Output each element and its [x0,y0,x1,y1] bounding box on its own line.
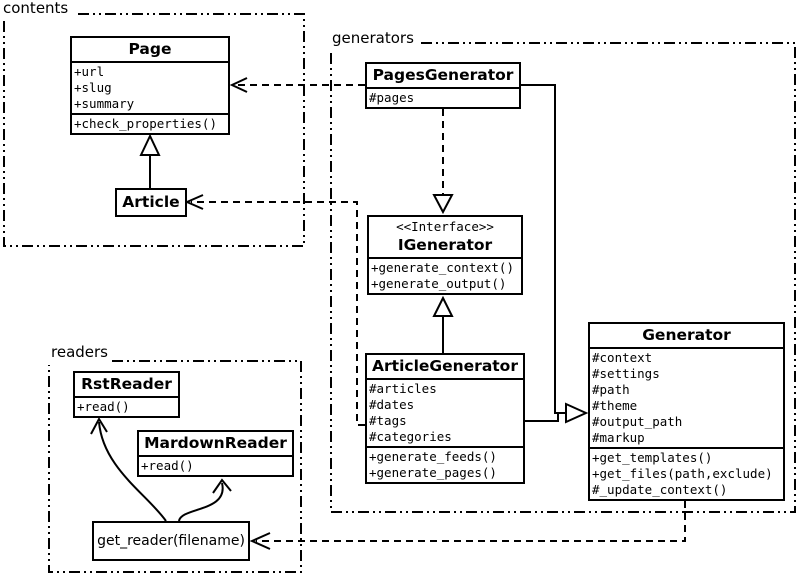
attribute: #settings [592,366,660,381]
attribute: #categories [369,429,452,444]
method: +check_properties() [74,116,217,131]
method: +generate_context() [371,260,514,275]
class-generator-title: Generator [642,326,731,344]
open-arrowhead-article [184,194,204,210]
node-get-reader-label: get_reader(filename) [97,533,245,549]
triangle-arrowhead-igenerator-bottom [432,295,454,317]
package-border-generators [330,42,796,513]
triangle-arrowhead-page [139,133,161,156]
class-rst-reader-title: RstReader [81,375,172,393]
class-markdown-reader-title: MardownReader [144,434,287,452]
class-page: Page +url +slug +summary +check_properti… [70,36,230,135]
edge-pagesgenerator-to-generator [521,84,566,414]
edge-getreader-to-rstreader [98,421,167,522]
class-article-title: Article [122,193,180,211]
class-article-generator-methods: +generate_feeds() +generate_pages() [367,446,523,482]
open-arrowhead-markdownreader [212,478,232,494]
attribute: #dates [369,397,415,412]
class-article-generator: ArticleGenerator #articles #dates #tags … [365,353,525,484]
attribute: +summary [74,96,135,111]
package-label-contents: contents [1,0,71,17]
open-arrowhead-page [229,77,248,93]
attribute: #tags [369,413,407,428]
class-igenerator: <<Interface>> IGenerator +generate_conte… [367,215,523,295]
method: #_update_context() [592,482,728,497]
class-article-generator-title: ArticleGenerator [372,357,518,375]
method: +generate_feeds() [369,449,497,464]
attribute: #pages [369,90,415,105]
class-markdown-reader-methods: +read() [139,455,292,475]
package-label-readers: readers [49,343,110,361]
class-generator-attributes: #context #settings #path #theme #output_… [590,347,783,447]
method: +read() [77,399,130,414]
class-rst-reader-methods: +read() [75,396,178,416]
open-arrowhead-getreader [249,532,271,550]
attribute: #path [592,382,630,397]
attribute: #output_path [592,414,683,429]
method: +get_templates() [592,450,713,465]
attribute: +slug [74,80,112,95]
attribute: #articles [369,381,437,396]
class-pages-generator-title: PagesGenerator [372,66,514,84]
package-border-contents [3,13,305,247]
edge-articlegenerator-to-generator [525,413,559,422]
class-rst-reader: RstReader +read() [73,371,180,418]
triangle-arrowhead-generator [565,402,589,424]
edge-getreader-to-markdownreader [178,482,224,522]
class-generator: Generator #context #settings #path #them… [588,322,785,501]
class-pages-generator-attributes: #pages [367,87,519,107]
method: +generate_output() [371,276,507,291]
package-border-readers [48,360,302,573]
open-arrowhead-rstreader [90,416,108,435]
node-get-reader: get_reader(filename) [92,521,250,561]
package-label-generators: generators [330,29,416,47]
attribute: +url [74,64,105,79]
triangle-arrowhead-igenerator-top [432,194,454,215]
attribute: #markup [592,430,645,445]
class-page-title: Page [128,40,172,58]
attribute: #context [592,350,653,365]
attribute: #theme [592,398,638,413]
class-igenerator-title: IGenerator [397,236,493,254]
class-igenerator-stereotype: <<Interface>> [396,219,494,234]
class-igenerator-header: <<Interface>> IGenerator [369,217,521,257]
edge-articlegenerator-to-article [191,201,365,426]
class-igenerator-methods: +generate_context() +generate_output() [369,257,521,293]
class-page-methods: +check_properties() [72,113,228,133]
method: +read() [141,458,194,473]
method: +get_files(path,exclude) [592,466,773,481]
class-article-generator-attributes: #articles #dates #tags #categories [367,378,523,446]
class-article: Article [115,188,187,217]
class-page-attributes: +url +slug +summary [72,61,228,113]
edge-generator-to-getreader [256,501,686,542]
class-markdown-reader: MardownReader +read() [137,430,294,477]
method: +generate_pages() [369,465,497,480]
class-pages-generator: PagesGenerator #pages [365,62,521,109]
class-generator-methods: +get_templates() +get_files(path,exclude… [590,447,783,499]
